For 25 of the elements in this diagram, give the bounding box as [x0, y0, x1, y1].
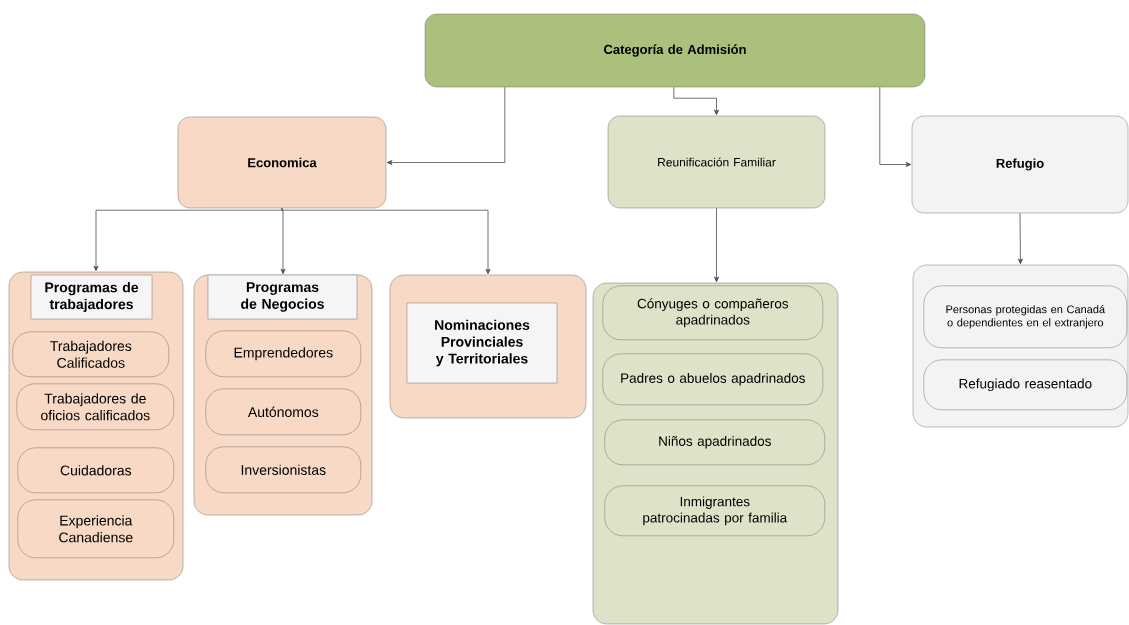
item-box: Emprendedores	[205, 330, 361, 377]
arrow	[1018, 212, 1023, 265]
category-box: Categoría de Admisión	[424, 13, 926, 88]
item-box: Cónyuges o compañeros apadrinados	[602, 285, 823, 340]
category-box: Reunificación Familiar	[607, 115, 826, 209]
item-box: Trabajadores Calificados	[12, 331, 169, 377]
item-box: Autónomos	[205, 388, 361, 435]
category-box: Economica	[177, 116, 387, 209]
arrow	[386, 86, 506, 165]
item-box: Inmigrantes patrocinadas por familia	[604, 485, 825, 536]
category-box: Refugio	[911, 115, 1129, 214]
group-panel: Nominaciones Provinciales y Territoriales	[389, 274, 587, 419]
item-box: Trabajadores de oficios calificados	[16, 383, 174, 430]
item-box: Personas protegidas en Canadá o dependientes en el extranjero	[923, 285, 1127, 348]
arrow	[281, 207, 491, 275]
arrow	[673, 86, 719, 116]
item-box: Inversionistas	[205, 446, 361, 493]
item-box: Niños apadrinados	[604, 419, 825, 465]
item-box: Refugiado reasentado	[923, 359, 1127, 410]
arrow	[93, 207, 283, 272]
item-box: Cuidadoras	[17, 447, 174, 493]
item-box: Experiencia Canadiense	[17, 499, 174, 558]
item-box: Padres o abuelos apadrinados	[602, 353, 823, 405]
arrow	[714, 207, 719, 283]
arrow	[879, 86, 912, 167]
